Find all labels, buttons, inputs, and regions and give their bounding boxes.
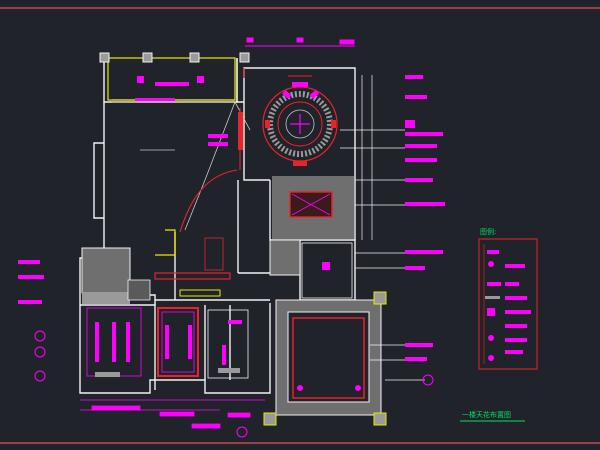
lower-left-stair [81, 247, 151, 304]
top-dimension-marks [245, 37, 355, 47]
right-dimension-lines [340, 75, 425, 381]
circular-ceiling-feature [262, 82, 338, 166]
lower-room-fixtures [95, 320, 242, 365]
columns-top [99, 52, 250, 63]
left-annotation-labels [18, 134, 228, 382]
lower-room-outlines [86, 237, 249, 379]
bottom-dimension-lines [80, 399, 265, 438]
hatched-ceiling-zone [272, 176, 354, 239]
yellow-cove-outline [107, 57, 236, 256]
legend-title: 图例: [480, 227, 496, 236]
red-ceiling-lines [179, 68, 312, 233]
right-annotation-labels [405, 75, 445, 386]
lower-right-room [263, 291, 387, 426]
lower-middle-rooms [269, 239, 353, 299]
left-room-diagonals [112, 101, 251, 231]
legend-box [478, 238, 538, 370]
drawing-title: 一楼天花布置图 [462, 410, 511, 419]
drawing-frame [0, 7, 600, 444]
left-room-fixtures [135, 76, 204, 101]
